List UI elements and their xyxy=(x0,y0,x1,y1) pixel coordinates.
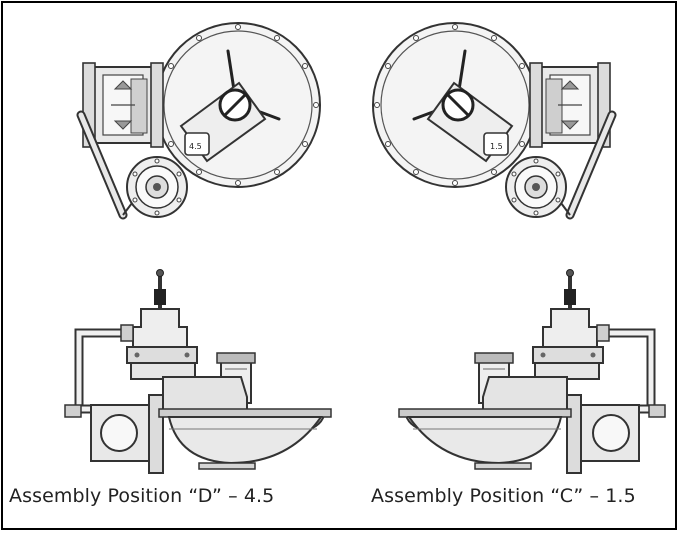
regulator-side-view-icon xyxy=(65,270,331,474)
regulator-side-view-icon xyxy=(399,270,665,474)
position-index-label: 4.5 xyxy=(189,142,202,151)
regulator-top-view-icon xyxy=(81,23,320,217)
position-index-label: 1.5 xyxy=(490,142,503,151)
assembly-drawings: 4.5 1.5 xyxy=(3,3,679,532)
caption-position-d: Assembly Position “D” – 4.5 xyxy=(9,485,275,507)
regulator-top-view-icon xyxy=(373,23,612,217)
caption-position-c: Assembly Position “C” – 1.5 xyxy=(371,485,636,507)
